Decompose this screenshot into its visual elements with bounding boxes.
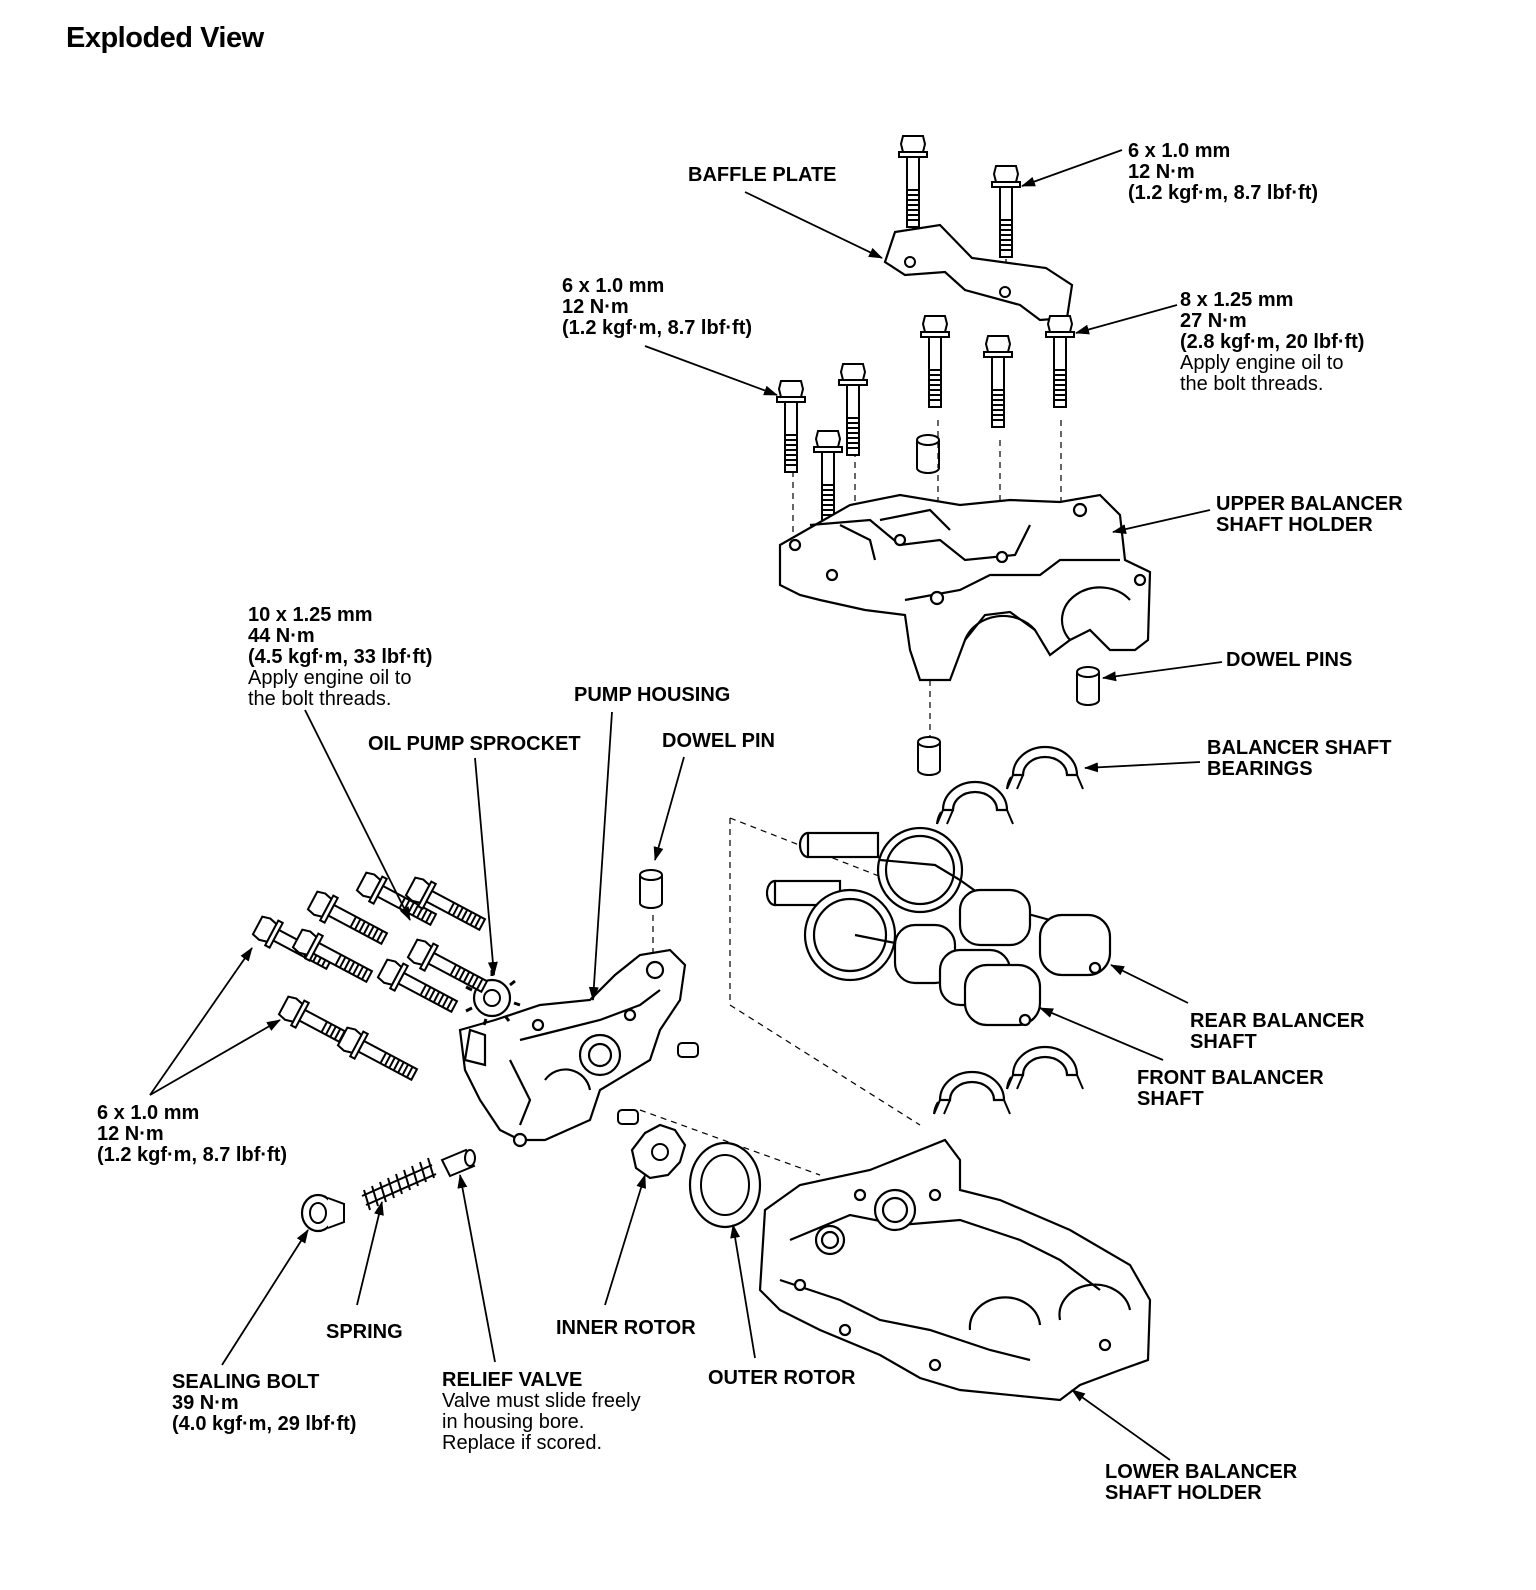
spec-top-left: 6 x 1.0 mm 12 N·m (1.2 kgf·m, 8.7 lbf·ft… [562,275,753,339]
outer-rotor [688,1141,762,1229]
dowel-pin-upper [916,434,940,474]
spec-8mm: 8 x 1.25 mm 27 N·m (2.8 kgf·m, 20 lbf·ft… [1180,289,1365,395]
upper-balancer-shaft-holder [778,493,1152,682]
pump-housing [458,948,687,1148]
rear-shaft-label: REAR BALANCER SHAFT [1190,1010,1365,1053]
front-balancer-shaft [765,879,1042,1027]
pump-bolts [250,868,492,1088]
lower-balancer-shaft-holder [758,1138,1152,1402]
small-dowels [617,1042,699,1125]
spec-10mm: 10 x 1.25 mm 44 N·m (4.5 kgf·m, 33 lbf·f… [248,604,433,710]
baffle-plate-label: BAFFLE PLATE [688,164,837,186]
leader-lines [149,149,1223,1461]
outer-rotor-label: OUTER ROTOR [708,1367,856,1389]
sealing-bolt [300,1193,345,1233]
bearings-label: BALANCER SHAFT BEARINGS [1207,737,1392,780]
upper-holder-label: UPPER BALANCER SHAFT HOLDER [1216,493,1403,536]
upper-bearings [935,745,1085,826]
inner-rotor-label: INNER ROTOR [556,1317,696,1339]
relief-valve [440,1148,476,1178]
rear-balancer-shaft [798,826,1112,977]
oil-pump-sprocket-label: OIL PUMP SPROCKET [368,733,581,755]
sealing-bolt-label: SEALING BOLT 39 N·m (4.0 kgf·m, 29 lbf·f… [172,1371,357,1435]
spec-top-right: 6 x 1.0 mm 12 N·m (1.2 kgf·m, 8.7 lbf·ft… [1128,140,1319,204]
dowel-pin-right [1076,666,1100,706]
pump-housing-label: PUMP HOUSING [574,684,731,706]
relief-valve-label: RELIEF VALVE Valve must slide freely in … [442,1369,641,1454]
dowel-pin-center [917,736,941,776]
lower-bearings [932,1045,1085,1116]
inner-rotor [630,1123,687,1180]
spec-left: 6 x 1.0 mm 12 N·m (1.2 kgf·m, 8.7 lbf·ft… [97,1102,288,1166]
spring-label: SPRING [326,1321,403,1343]
baffle-plate [883,223,1074,322]
pump-dowel-pin [639,869,663,909]
dowel-pins-label: DOWEL PINS [1226,649,1353,671]
lower-holder-label: LOWER BALANCER SHAFT HOLDER [1105,1461,1298,1504]
page-title: Exploded View [66,22,264,54]
dowel-pin-label: DOWEL PIN [662,730,775,752]
upper-holder-bolts [776,315,1075,523]
front-shaft-label: FRONT BALANCER SHAFT [1137,1067,1324,1110]
spring [361,1157,437,1211]
